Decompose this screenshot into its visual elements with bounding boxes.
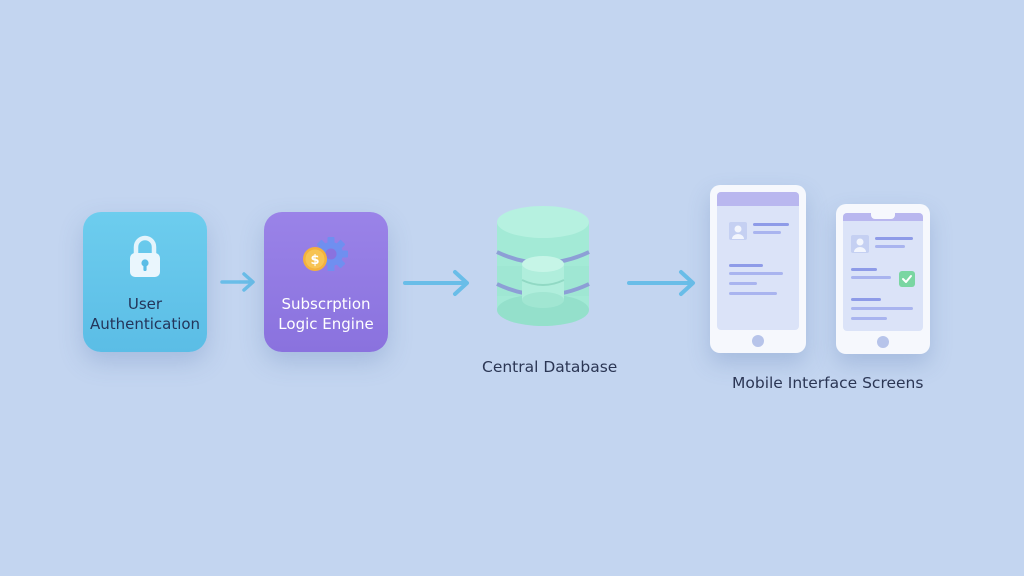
- phone-2-notch: [871, 213, 895, 219]
- auth-label: User Authentication: [89, 295, 201, 333]
- phone-1-display: [717, 192, 799, 330]
- arrow-subscription-to-database: [403, 270, 469, 296]
- home-button: [752, 335, 764, 347]
- text-line: [851, 276, 891, 279]
- phone-1-header: [717, 192, 799, 206]
- auth-node: User Authentication: [83, 212, 207, 352]
- text-line: [875, 237, 913, 240]
- text-line: [851, 268, 877, 271]
- avatar-icon: [729, 222, 747, 240]
- phone-screen-2: [836, 204, 930, 354]
- mobile-label: Mobile Interface Screens: [732, 374, 924, 392]
- text-line: [851, 307, 913, 310]
- text-line: [753, 231, 781, 234]
- phone-2-display: [843, 213, 923, 331]
- gear-dollar-icon: $: [303, 237, 348, 271]
- subscription-label: Subscrption Logic Engine: [278, 295, 374, 333]
- text-line: [851, 317, 887, 320]
- text-line: [729, 292, 777, 295]
- subscription-node: $ Subscrption Logic Engine: [264, 212, 388, 352]
- svg-text:$: $: [310, 253, 319, 268]
- database-label: Central Database: [482, 358, 618, 376]
- text-line: [851, 298, 881, 301]
- phone-screen-1: [710, 185, 806, 353]
- text-line: [729, 272, 783, 275]
- text-line: [875, 245, 905, 248]
- text-line: [729, 264, 763, 267]
- text-line: [729, 282, 757, 285]
- avatar-icon: [851, 235, 869, 253]
- lock-icon: [130, 235, 160, 277]
- text-line: [753, 223, 789, 226]
- check-icon: [899, 271, 915, 287]
- arrow-auth-to-subscription: [220, 272, 255, 292]
- arrow-database-to-mobile: [627, 270, 695, 296]
- home-button: [877, 336, 889, 348]
- database-icon: [496, 206, 590, 326]
